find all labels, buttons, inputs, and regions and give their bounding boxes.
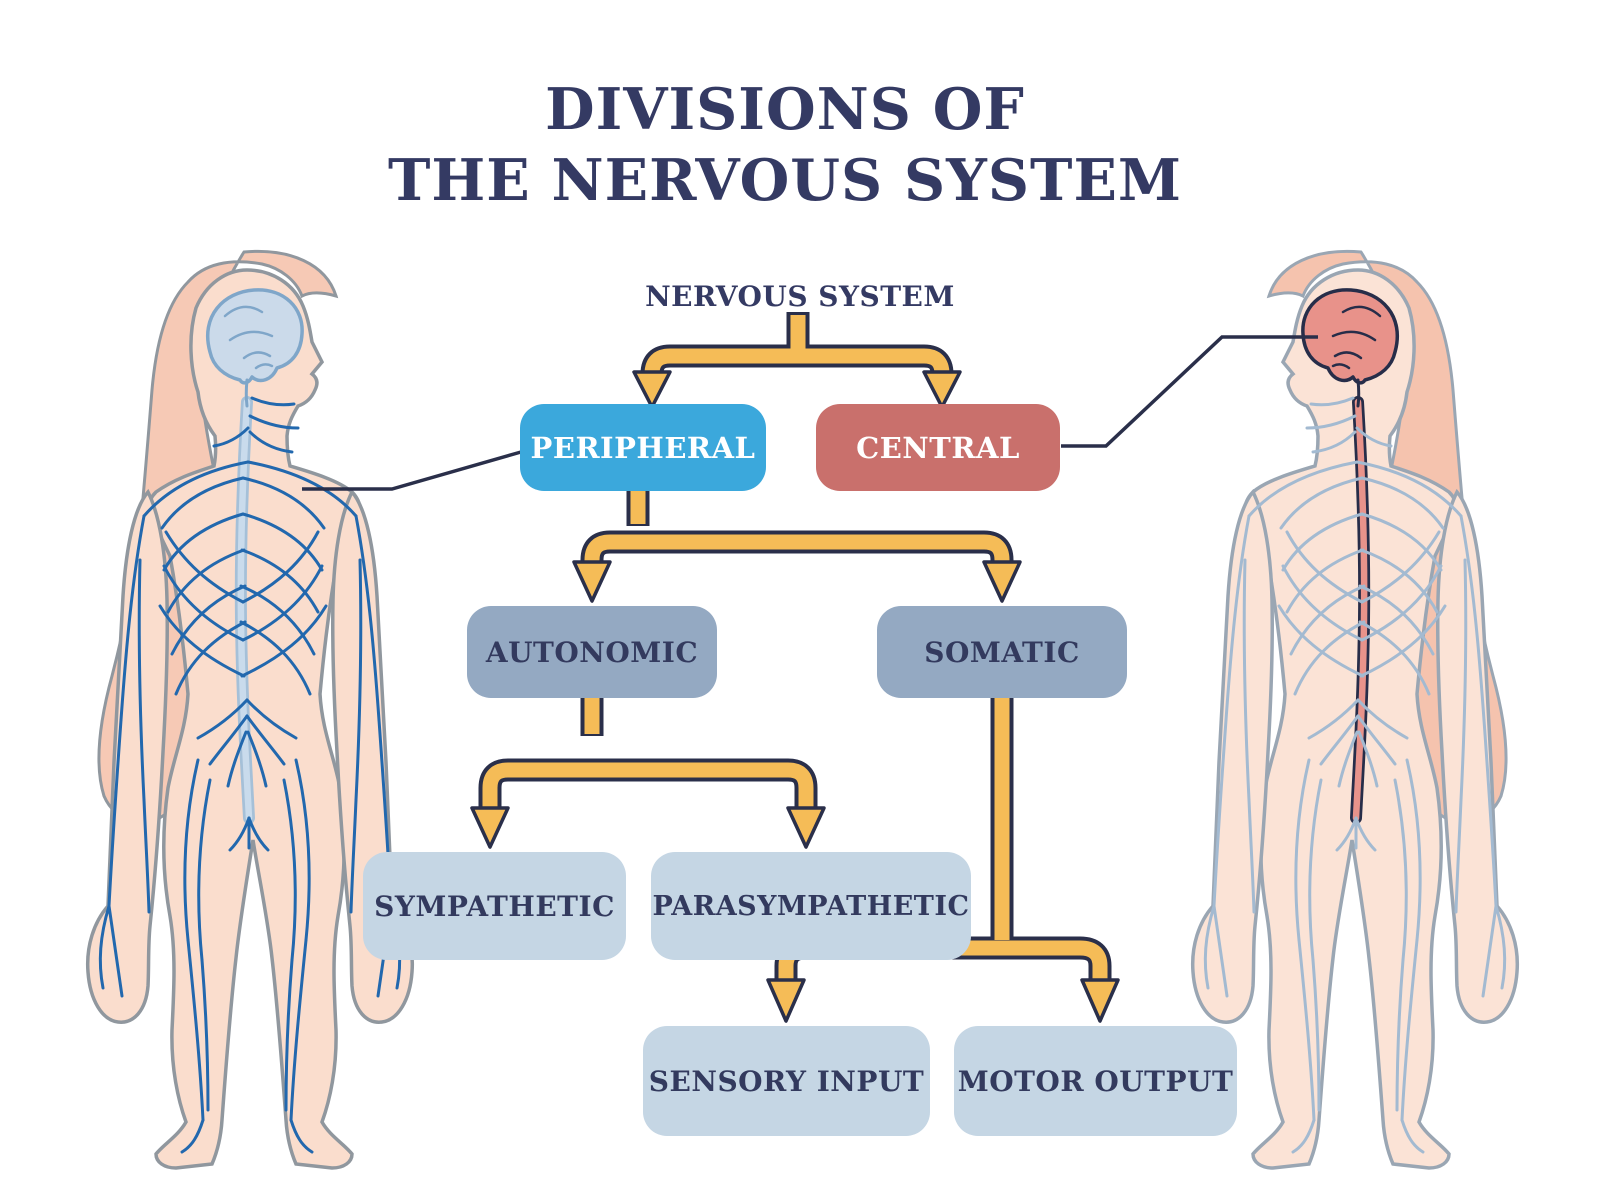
page-title-line2: THE NERVOUS SYSTEM	[387, 147, 1182, 214]
node-autonomic: AUTONOMIC	[467, 606, 717, 698]
node-motor-output: MOTOR OUTPUT	[954, 1026, 1237, 1136]
arrowhead	[982, 560, 1022, 603]
left-body-figure	[88, 251, 413, 1168]
callout-lines	[302, 335, 1318, 491]
arrowhead	[766, 978, 806, 1023]
node-central: CENTRAL	[816, 404, 1060, 491]
right-body-figure	[1193, 251, 1518, 1168]
arrowhead	[786, 806, 826, 849]
flow-arrowheads	[470, 370, 1120, 1023]
node-parasympathetic: PARASYMPATHETIC	[651, 852, 971, 960]
page-title-line1: DIVISIONS OF	[545, 76, 1025, 143]
page-title: DIVISIONS OF THE NERVOUS SYSTEM	[85, 74, 1485, 216]
arrowhead	[632, 370, 672, 409]
callout-central-line	[1061, 335, 1318, 448]
arrowhead	[1080, 978, 1120, 1023]
node-peripheral: PERIPHERAL	[520, 404, 766, 491]
arrowhead	[470, 806, 510, 849]
arrowhead	[572, 560, 612, 603]
arrowhead	[922, 370, 962, 409]
callout-peripheral-line	[302, 450, 522, 491]
root-label-nervous-system: NERVOUS SYSTEM	[645, 280, 955, 313]
node-sensory-input: SENSORY INPUT	[643, 1026, 930, 1136]
node-somatic: SOMATIC	[877, 606, 1127, 698]
node-sympathetic: SYMPATHETIC	[363, 852, 626, 960]
